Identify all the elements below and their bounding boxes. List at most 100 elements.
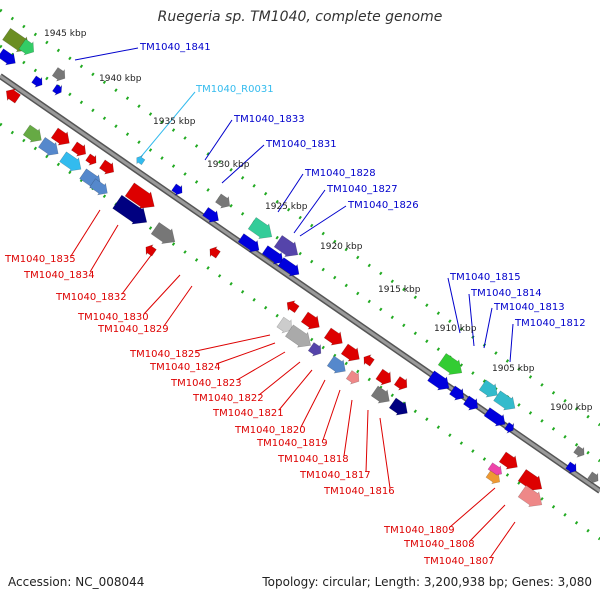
forward-gene-label[interactable]: TM1040_1815 (449, 272, 521, 283)
label-leader-line (258, 361, 301, 396)
gene-arrow[interactable] (134, 154, 146, 167)
label-leader-line (469, 504, 506, 542)
kbp-tick-label: 1940 kbp (99, 74, 142, 84)
gene-arrow[interactable] (58, 150, 85, 176)
gene-arrow[interactable] (150, 221, 180, 249)
reverse-gene-label[interactable]: TM1040_1809 (383, 525, 455, 536)
gene-arrow[interactable] (300, 310, 324, 333)
gene-arrow[interactable] (375, 367, 396, 388)
rna-gene-label[interactable]: TM1040_R0031 (195, 84, 274, 95)
gene-arrow[interactable] (586, 470, 600, 486)
gene-arrow[interactable] (98, 158, 117, 177)
reverse-gene-label[interactable]: TM1040_1830 (77, 312, 149, 323)
gene-arrow[interactable] (237, 232, 263, 256)
gene-arrow[interactable] (0, 47, 19, 69)
reverse-gene-label[interactable]: TM1040_1834 (23, 270, 95, 281)
gene-arrow[interactable] (51, 83, 64, 97)
gene-arrow[interactable] (277, 256, 303, 280)
label-leader-line (322, 389, 341, 441)
gene-arrow[interactable] (487, 461, 505, 479)
kbp-tick-label: 1920 kbp (320, 242, 363, 252)
gene-arrow[interactable] (84, 152, 99, 168)
gene-arrow[interactable] (388, 396, 412, 419)
gene-arrow[interactable] (112, 194, 153, 231)
gene-arrow[interactable] (393, 375, 411, 393)
gene-arrow[interactable] (284, 298, 301, 315)
label-leader-line (195, 334, 271, 352)
reverse-gene-label[interactable]: TM1040_1822 (192, 393, 264, 404)
gene-arrow[interactable] (276, 315, 297, 336)
gene-arrow[interactable] (517, 468, 547, 496)
forward-gene-label[interactable]: TM1040_1831 (265, 139, 337, 150)
reverse-gene-label[interactable]: TM1040_1832 (55, 292, 127, 303)
gene-arrow[interactable] (247, 216, 277, 244)
forward-gene-label[interactable]: TM1040_1814 (470, 288, 542, 299)
gene-arrow[interactable] (273, 234, 303, 262)
reverse-gene-label[interactable]: TM1040_1823 (170, 378, 242, 389)
reverse-gene-label[interactable]: TM1040_1807 (423, 556, 495, 567)
reverse-gene-label[interactable]: TM1040_1820 (234, 425, 306, 436)
reverse-gene-label[interactable]: TM1040_1808 (403, 539, 475, 550)
gene-arrow[interactable] (22, 123, 46, 146)
forward-gene-label[interactable]: TM1040_1812 (514, 318, 586, 329)
gene-arrow[interactable] (492, 389, 519, 415)
gene-arrow[interactable] (498, 450, 522, 473)
forward-gene-label[interactable]: TM1040_1826 (347, 200, 419, 211)
forward-gene-label[interactable]: TM1040_1841 (139, 42, 211, 53)
label-leader-line (277, 173, 304, 213)
reverse-gene-label[interactable]: TM1040_1819 (256, 438, 328, 449)
reverse-gene-label[interactable]: TM1040_1829 (97, 324, 169, 335)
gene-arrow[interactable] (564, 460, 579, 476)
forward-gene-label[interactable]: TM1040_1813 (493, 302, 565, 313)
gene-arrow[interactable] (206, 244, 221, 260)
gene-arrow[interactable] (284, 323, 316, 353)
forward-gene-label[interactable]: TM1040_1827 (326, 184, 398, 195)
gene-arrow[interactable] (30, 74, 45, 90)
gene-arrow[interactable] (323, 326, 347, 349)
label-leader-line (447, 277, 461, 334)
gene-arrow[interactable] (124, 181, 160, 215)
gene-arrow[interactable] (360, 352, 375, 368)
gene-arrow[interactable] (462, 394, 481, 413)
gene-arrow[interactable] (50, 126, 74, 149)
gene-arrow[interactable] (70, 140, 89, 159)
gene-arrow[interactable] (307, 341, 325, 359)
gene-arrow[interactable] (370, 384, 394, 407)
reverse-gene-label[interactable]: TM1040_1817 (299, 470, 371, 481)
gene-arrow[interactable] (448, 384, 467, 403)
gene-arrow[interactable] (142, 242, 157, 258)
gene-arrow[interactable] (517, 484, 547, 512)
gene-arrow[interactable] (485, 469, 503, 487)
gene-arrow[interactable] (326, 354, 350, 377)
gene-arrow[interactable] (572, 444, 587, 460)
forward-gene-label[interactable]: TM1040_1828 (304, 168, 376, 179)
gene-arrow[interactable] (483, 406, 509, 430)
label-leader-line (299, 205, 347, 237)
gene-arrow[interactable] (426, 369, 453, 395)
scale-track (0, 8, 600, 427)
reverse-gene-label[interactable]: TM1040_1825 (129, 349, 201, 360)
gene-arrow[interactable] (345, 369, 363, 387)
gene-arrow[interactable] (437, 352, 467, 380)
gene-arrow[interactable] (51, 66, 69, 84)
gene-arrow[interactable] (37, 136, 63, 161)
gene-arrow[interactable] (503, 421, 516, 435)
gene-arrow[interactable] (261, 244, 287, 268)
reverse-gene-label[interactable]: TM1040_1816 (323, 486, 395, 497)
kbp-tick-label: 1915 kbp (378, 285, 421, 295)
gene-arrow[interactable] (18, 37, 39, 58)
reverse-gene-label[interactable]: TM1040_1824 (149, 362, 221, 373)
reverse-gene-label[interactable]: TM1040_1835 (4, 254, 76, 265)
label-leader-line (489, 521, 516, 559)
gene-arrow[interactable] (170, 182, 185, 198)
gene-arrow[interactable] (201, 206, 222, 227)
gene-arrow[interactable] (340, 342, 364, 365)
reverse-gene-label[interactable]: TM1040_1818 (277, 454, 349, 465)
forward-gene-label[interactable]: TM1040_1833 (233, 114, 305, 125)
gene-arrow[interactable] (89, 177, 112, 199)
gene-arrow[interactable] (478, 378, 502, 401)
gene-arrow[interactable] (2, 85, 21, 104)
reverse-gene-label[interactable]: TM1040_1821 (212, 408, 284, 419)
label-leader-line (483, 307, 493, 349)
gene-arrow[interactable] (214, 192, 233, 211)
